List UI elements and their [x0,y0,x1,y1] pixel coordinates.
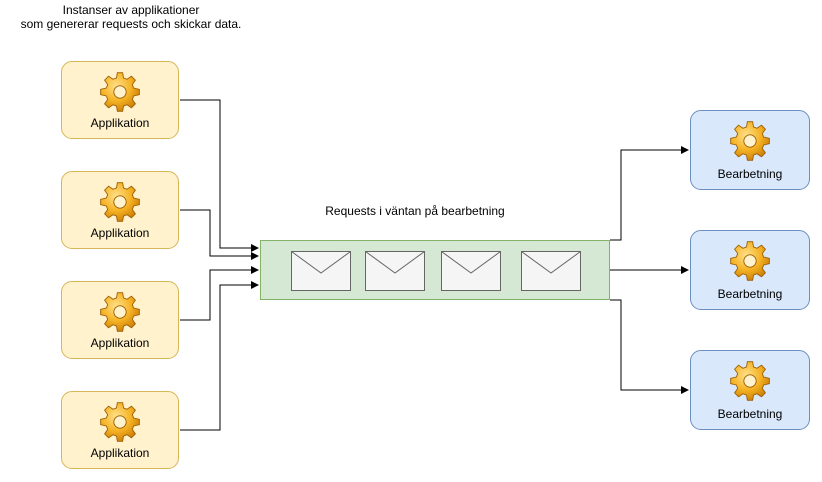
request-queue [260,240,610,300]
processing-box: Bearbetning [690,110,810,190]
caption-line-1: Instanser av applikationer [62,3,200,17]
application-label: Applikation [90,336,150,350]
queue-label: Requests i väntan på bearbetning [325,204,505,218]
application-box: Applikation [61,171,179,249]
application-label: Applikation [90,446,150,460]
application-label: Applikation [90,116,150,130]
application-label: Applikation [90,226,150,240]
connector-app1-queue [180,99,259,252]
processing-label: Bearbetning [717,167,783,181]
gear-icon [730,241,770,281]
connector-queue-proc1 [610,146,689,241]
application-box: Applikation [61,281,179,359]
envelope-icon [291,251,351,291]
application-box: Applikation [61,61,179,139]
processing-label: Bearbetning [717,407,783,421]
diagram-caption: Instanser av applikationer som genererar… [0,3,262,31]
envelope-icon [441,251,501,291]
gear-icon [730,361,770,401]
gear-icon [730,121,770,161]
processing-box: Bearbetning [690,350,810,430]
connector-app2-queue [180,209,259,260]
processing-label: Bearbetning [717,287,783,301]
gear-icon [100,292,140,332]
processing-box: Bearbetning [690,230,810,310]
envelope-icon [365,251,425,291]
caption-line-2: som genererar requests och skickar data. [20,17,242,31]
envelope-icon [521,251,581,291]
gear-icon [100,182,140,222]
gear-icon [100,72,140,112]
connector-app3-queue [180,266,259,321]
connector-queue-proc3 [610,299,689,394]
connector-app4-queue [180,281,259,431]
gear-icon [100,402,140,442]
application-box: Applikation [61,391,179,469]
